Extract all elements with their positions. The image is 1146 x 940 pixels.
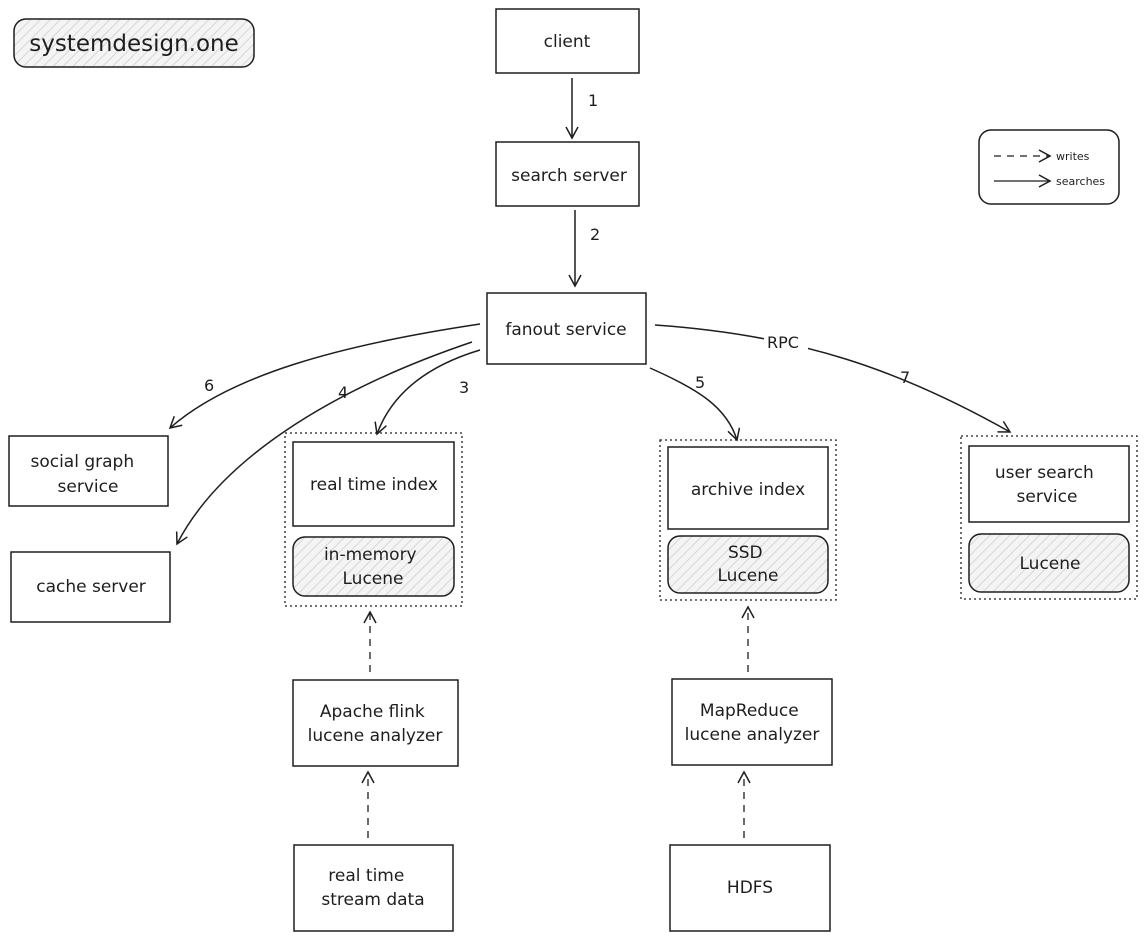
arrow-fanout-to-real-time-index [374, 349, 481, 436]
social-graph-service-node: social graph service [8, 435, 169, 507]
real-time-index-group: real time index in-memory Lucene [284, 432, 463, 607]
in-memory-lucene-line2: Lucene [343, 569, 404, 589]
search-server-label: search server [511, 166, 627, 186]
ssd-lucene-line1: SSD [728, 543, 763, 563]
user-lucene-label: Lucene [1020, 554, 1081, 574]
edge-label-1: 1 [588, 91, 598, 110]
apache-flink-line2: lucene analyzer [308, 726, 443, 746]
hdfs-node: HDFS [669, 844, 831, 932]
legend-writes-label: writes [1056, 150, 1090, 163]
user-search-service-group: user search service Lucene [960, 435, 1138, 600]
archive-index-label: archive index [691, 480, 805, 500]
edge-label-4: 4 [338, 383, 348, 402]
edge-label-rpc: RPC [767, 333, 799, 352]
in-memory-lucene-line1: in-memory [324, 545, 417, 565]
legend: writes searches [978, 129, 1120, 205]
svg-text:in-memory Lucene: in-memory Lucene [324, 545, 422, 589]
svg-text:Apache flink lucene anal: Apache flink lucene analyzer [308, 702, 443, 746]
legend-searches-label: searches [1056, 175, 1105, 188]
arrow-fanout-to-cache-server [175, 341, 473, 546]
arrow-fanout-to-social-graph [168, 323, 481, 430]
edge-label-7: 7 [900, 368, 910, 387]
cache-server-node: cache server [10, 551, 171, 623]
fanout-service-node: fanout service [486, 292, 647, 365]
svg-text:social graph service: social graph service [30, 452, 139, 497]
svg-text:user search service: user search service [995, 463, 1099, 507]
edge-label-2: 2 [590, 225, 600, 244]
arrow-fanout-to-user-search [654, 324, 1012, 433]
hdfs-label: HDFS [727, 878, 773, 898]
arrow-fanout-to-archive-index [649, 367, 741, 442]
client-label: client [544, 32, 591, 52]
edge-label-5: 5 [695, 373, 705, 392]
brand-badge: systemdesign.one [13, 18, 255, 68]
mapreduce-line2: lucene analyzer [685, 725, 820, 745]
svg-text:MapReduce lucene analyze: MapReduce lucene analyzer [685, 701, 820, 745]
fanout-service-label: fanout service [505, 320, 626, 340]
social-graph-service-label-line2: service [58, 477, 119, 497]
real-time-stream-line1: real time [328, 866, 404, 886]
search-server-node: search server [495, 141, 640, 207]
svg-text:SSD Lucene: SSD Lucene [718, 543, 779, 586]
apache-flink-node: Apache flink lucene analyzer [292, 679, 459, 767]
brand-label: systemdesign.one [29, 31, 239, 57]
social-graph-service-label-line1: social graph [30, 452, 134, 472]
real-time-index-label: real time index [310, 475, 438, 495]
mapreduce-node: MapReduce lucene analyzer [671, 678, 833, 766]
real-time-stream-line2: stream data [321, 890, 424, 910]
user-search-service-line2: service [1017, 487, 1078, 507]
real-time-stream-node: real time stream data [293, 844, 454, 932]
edge-label-6: 6 [204, 376, 214, 395]
ssd-lucene-line2: Lucene [718, 566, 779, 586]
svg-text:real time stream data: real time stream data [321, 866, 424, 910]
archive-index-group: archive index SSD Lucene [659, 439, 837, 601]
cache-server-label: cache server [36, 577, 146, 597]
mapreduce-line1: MapReduce [700, 701, 799, 721]
edge-label-3: 3 [459, 378, 469, 397]
apache-flink-line1: Apache flink [320, 702, 425, 722]
client-node: client [495, 8, 640, 74]
user-search-service-line1: user search [995, 463, 1094, 483]
